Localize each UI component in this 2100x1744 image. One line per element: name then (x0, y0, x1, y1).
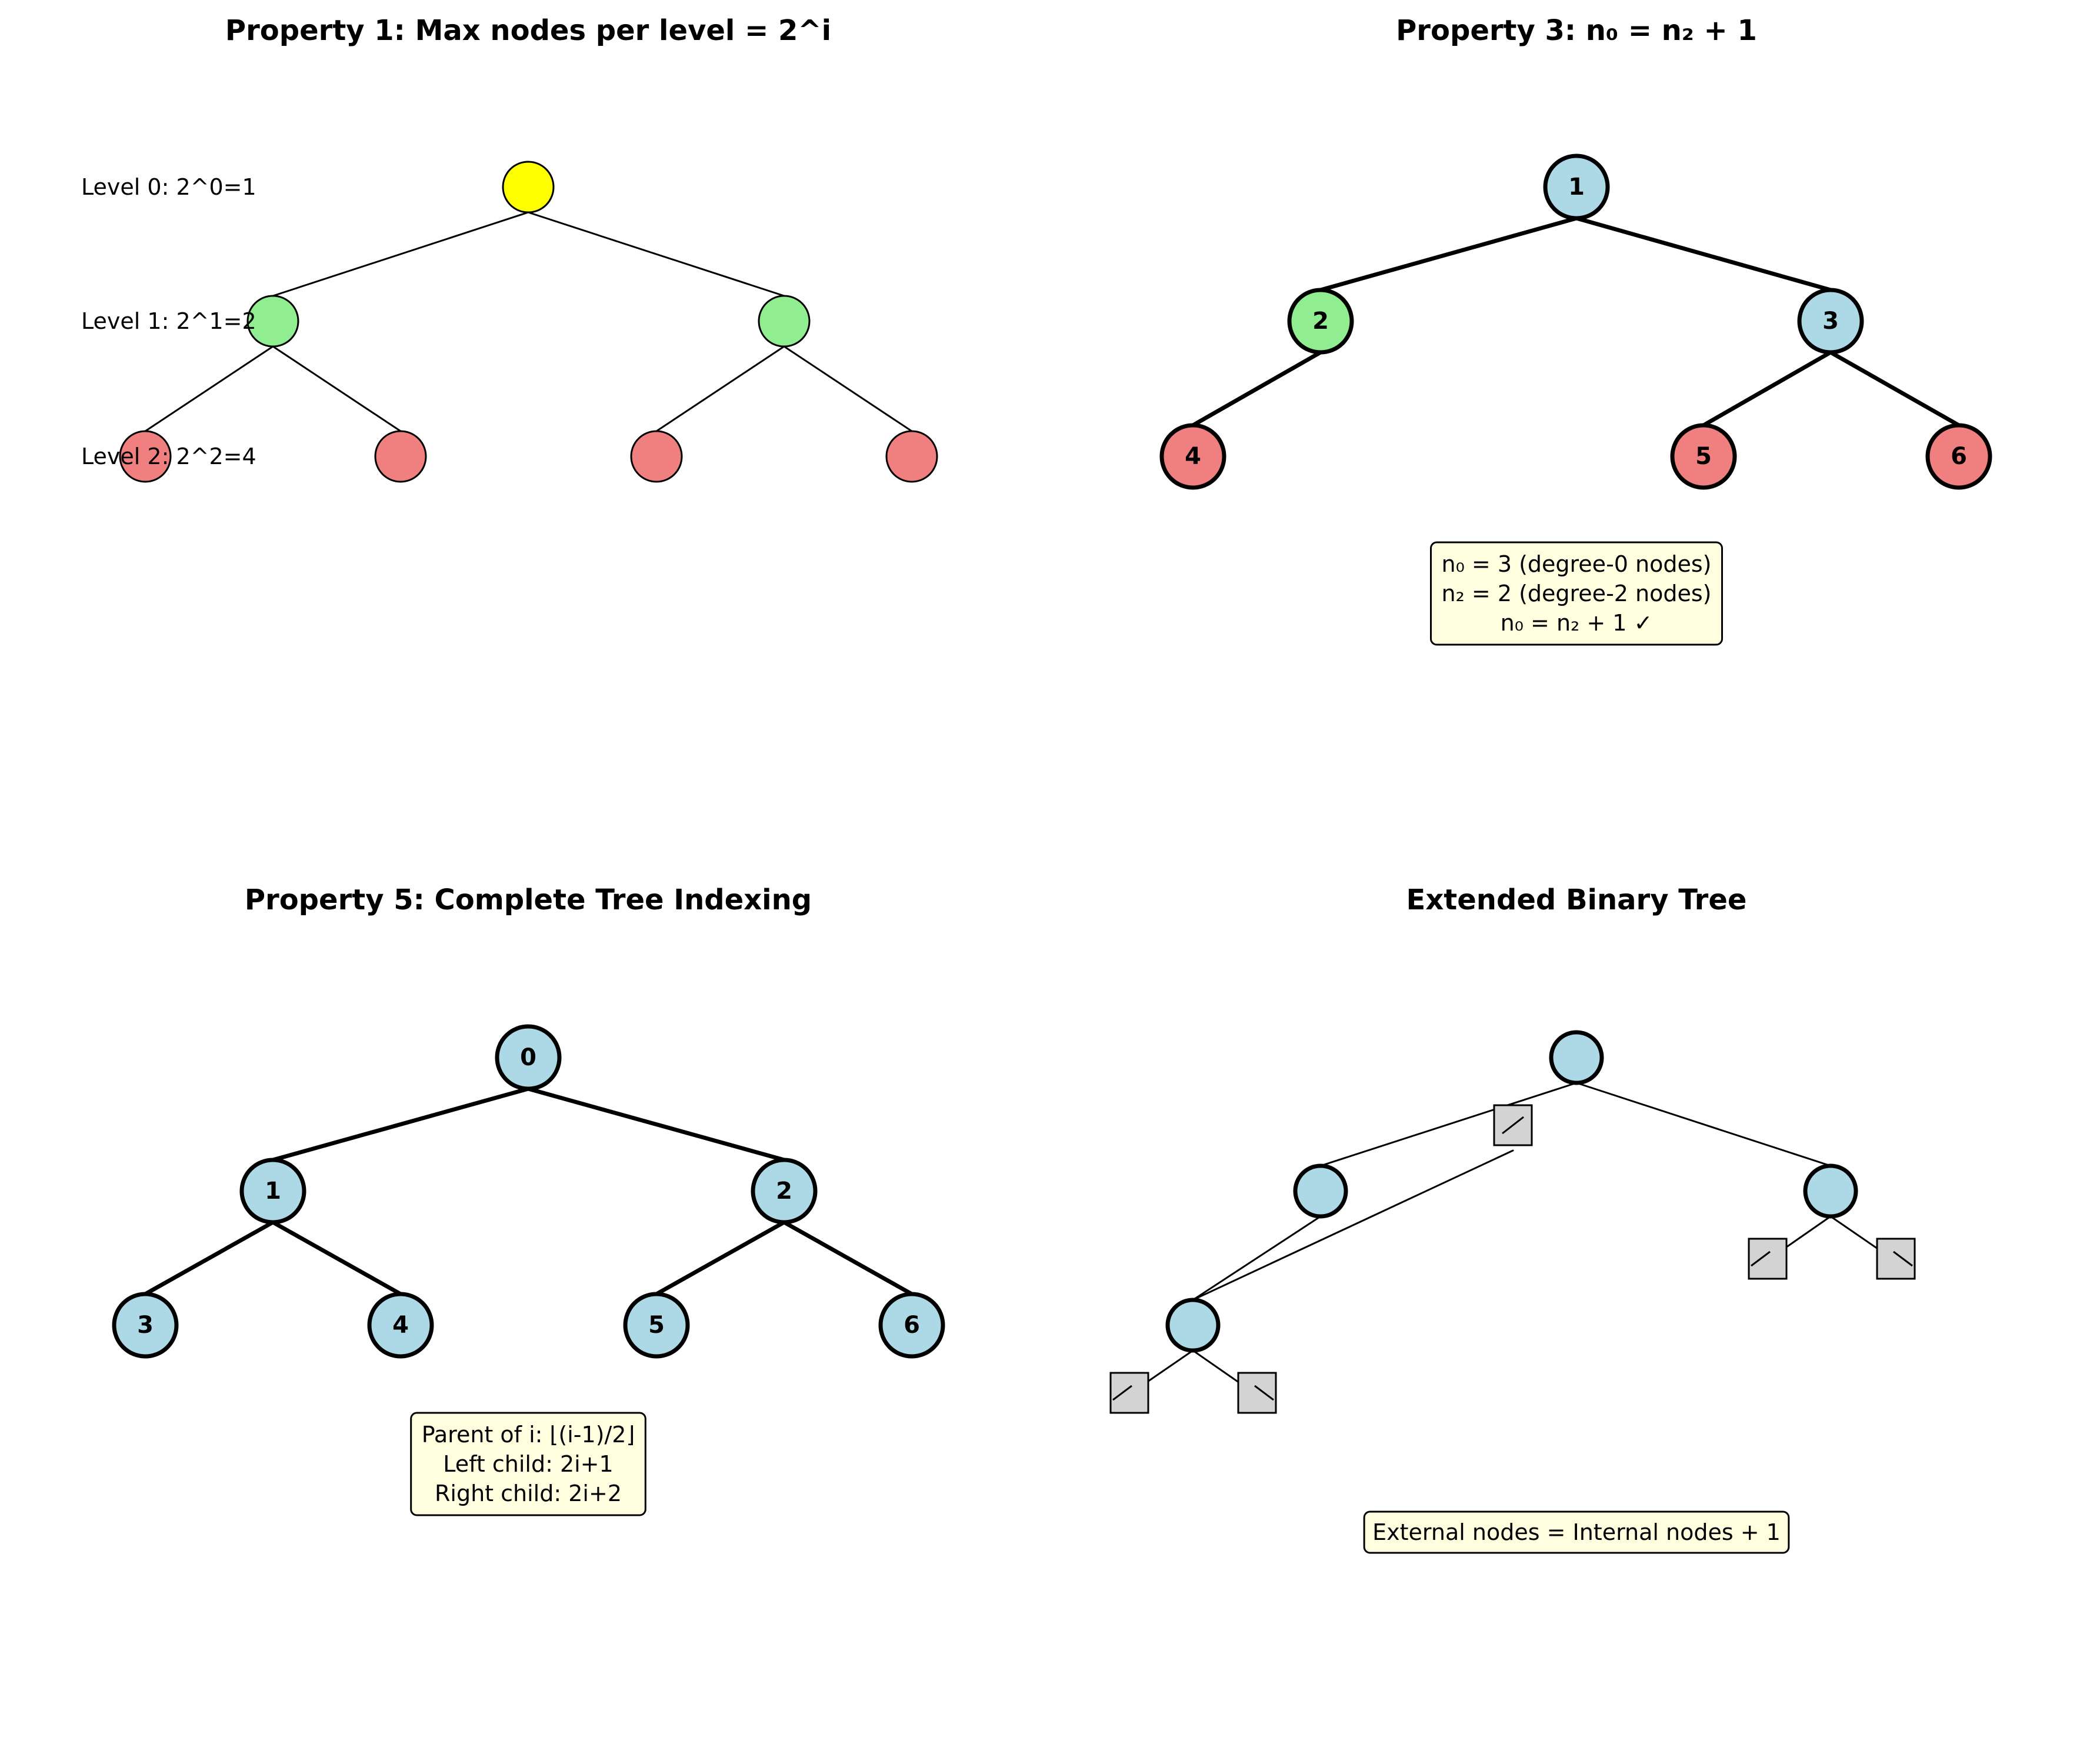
tree-edge (143, 1220, 275, 1296)
tree-node (119, 430, 172, 483)
tree-node (758, 295, 811, 348)
level-label-0: Level 0: 2^0=1 (81, 174, 256, 200)
tree-edge (654, 1220, 786, 1296)
external-note-box (1363, 1510, 1790, 1554)
node-label: 4 (1185, 443, 1201, 470)
tree-node (1670, 423, 1737, 490)
node-label: 3 (137, 1312, 154, 1339)
tree-edge (655, 345, 785, 432)
tree-edge (782, 1220, 914, 1296)
node-label: 5 (1695, 443, 1712, 470)
node-label: 1 (1568, 174, 1585, 201)
tree-node (1543, 154, 1610, 221)
degree-note-line-1: n₂ = 2 (degree-2 nodes) (1442, 581, 1712, 606)
external-node (1748, 1238, 1788, 1280)
internal-node (1803, 1163, 1858, 1219)
node-label: 2 (776, 1178, 792, 1205)
tree-edge (1192, 1215, 1322, 1301)
panel-title-property-3: Property 3: n₀ = n₂ + 1 (1396, 14, 1757, 47)
node-label: 3 (1822, 308, 1839, 335)
level-label-2: Level 2: 2^2=4 (81, 443, 256, 469)
panel-title-property-1: Property 1: Max nodes per level = 2^i (225, 14, 831, 47)
external-connector (1112, 1385, 1132, 1401)
tree-node (1925, 423, 1992, 490)
tree-edge (271, 1220, 403, 1296)
node-label: 6 (904, 1312, 920, 1339)
panel-title-property-5: Property 5: Complete Tree Indexing (245, 883, 812, 916)
panel-property-5: Property 5: Complete Tree Indexing 0 1 2 3 4 5… (112, 883, 945, 1516)
external-connector (1144, 1349, 1194, 1385)
internal-node (1293, 1163, 1348, 1219)
degree-note-line-0: n₀ = 3 (degree-0 nodes) (1442, 551, 1712, 577)
panel-title-extended: Extended Binary Tree (1406, 883, 1747, 916)
tree-node (623, 1292, 690, 1359)
tree-node (495, 1024, 562, 1091)
internal-node (1549, 1030, 1604, 1085)
node-label: 5 (648, 1312, 665, 1339)
tree-edge (1318, 216, 1579, 292)
node-label: 1 (265, 1178, 281, 1205)
tree-edge (144, 345, 274, 432)
panel-property-1: Property 1: Max nodes per level = 2^iLev… (81, 14, 938, 483)
node-label: 2 (1312, 308, 1329, 335)
indexing-note-line-1: Left child: 2i+1 (443, 1451, 613, 1477)
external-note-line-0: External nodes = Internal nodes + 1 (1372, 1519, 1781, 1545)
tree-node (751, 1158, 818, 1225)
tree-node (885, 430, 938, 483)
tree-edge (271, 1086, 531, 1162)
tree-edge (272, 211, 529, 297)
node-label: 6 (1951, 443, 1967, 470)
tree-node (630, 430, 683, 483)
external-connector (1830, 1215, 1880, 1251)
tree-node (246, 295, 299, 348)
tree-node (1159, 423, 1226, 490)
external-connector (1893, 1251, 1913, 1267)
tree-edge (1191, 350, 1323, 428)
tree-edge (526, 1086, 786, 1162)
external-connector (1502, 1116, 1524, 1135)
tree-edge (1192, 1149, 1514, 1301)
external-connector (1254, 1385, 1274, 1401)
indexing-note: Parent of i: ⌊(i-1)/2⌋ Left child: 2i+1Ri… (410, 1412, 646, 1516)
tree-node (239, 1158, 306, 1225)
tree-edge (527, 211, 785, 297)
external-node (1237, 1372, 1277, 1414)
internal-node (1165, 1298, 1221, 1353)
node-label: 0 (520, 1044, 536, 1071)
tree-edge (1574, 216, 1833, 292)
degree-note-line-2: n₀ = n₂ + 1 ✓ (1501, 610, 1653, 636)
tree-edge (272, 345, 402, 432)
degree-note: n₀ = 3 (degree-0 nodes) n₂ = 2 (degree-2 … (1430, 541, 1723, 646)
external-connector (1192, 1349, 1242, 1385)
degree-note-box (1430, 541, 1723, 646)
tree-node (367, 1292, 434, 1359)
external-note: External nodes = Internal nodes + 1 (1363, 1510, 1790, 1554)
tree-edge (1319, 1082, 1578, 1167)
tree-node (878, 1292, 945, 1359)
panel-property-3: Property 3: n₀ = n₂ + 1 1 2 3 4 5 6 n₀ = 3 (deg… (1159, 14, 1992, 646)
indexing-note-line-2: Right child: 2i+2 (435, 1480, 622, 1506)
tree-edge (1828, 350, 1961, 428)
tree-node (502, 161, 555, 214)
external-connector (1751, 1251, 1771, 1267)
external-node (1109, 1372, 1149, 1414)
tree-node (374, 430, 427, 483)
tree-node (1797, 288, 1864, 355)
indexing-note-line-0: Parent of i: ⌊(i-1)/2⌋ (422, 1422, 635, 1448)
tree-edge (783, 345, 913, 432)
indexing-note-box (410, 1412, 646, 1516)
tree-node (112, 1292, 179, 1359)
tree-node (1287, 288, 1354, 355)
external-connector (1782, 1215, 1831, 1251)
node-label: 4 (392, 1312, 409, 1339)
external-node (1876, 1238, 1916, 1280)
tree-edge (1701, 350, 1833, 428)
level-label-1: Level 1: 2^1=2 (81, 308, 256, 334)
tree-edge (1575, 1082, 1832, 1167)
